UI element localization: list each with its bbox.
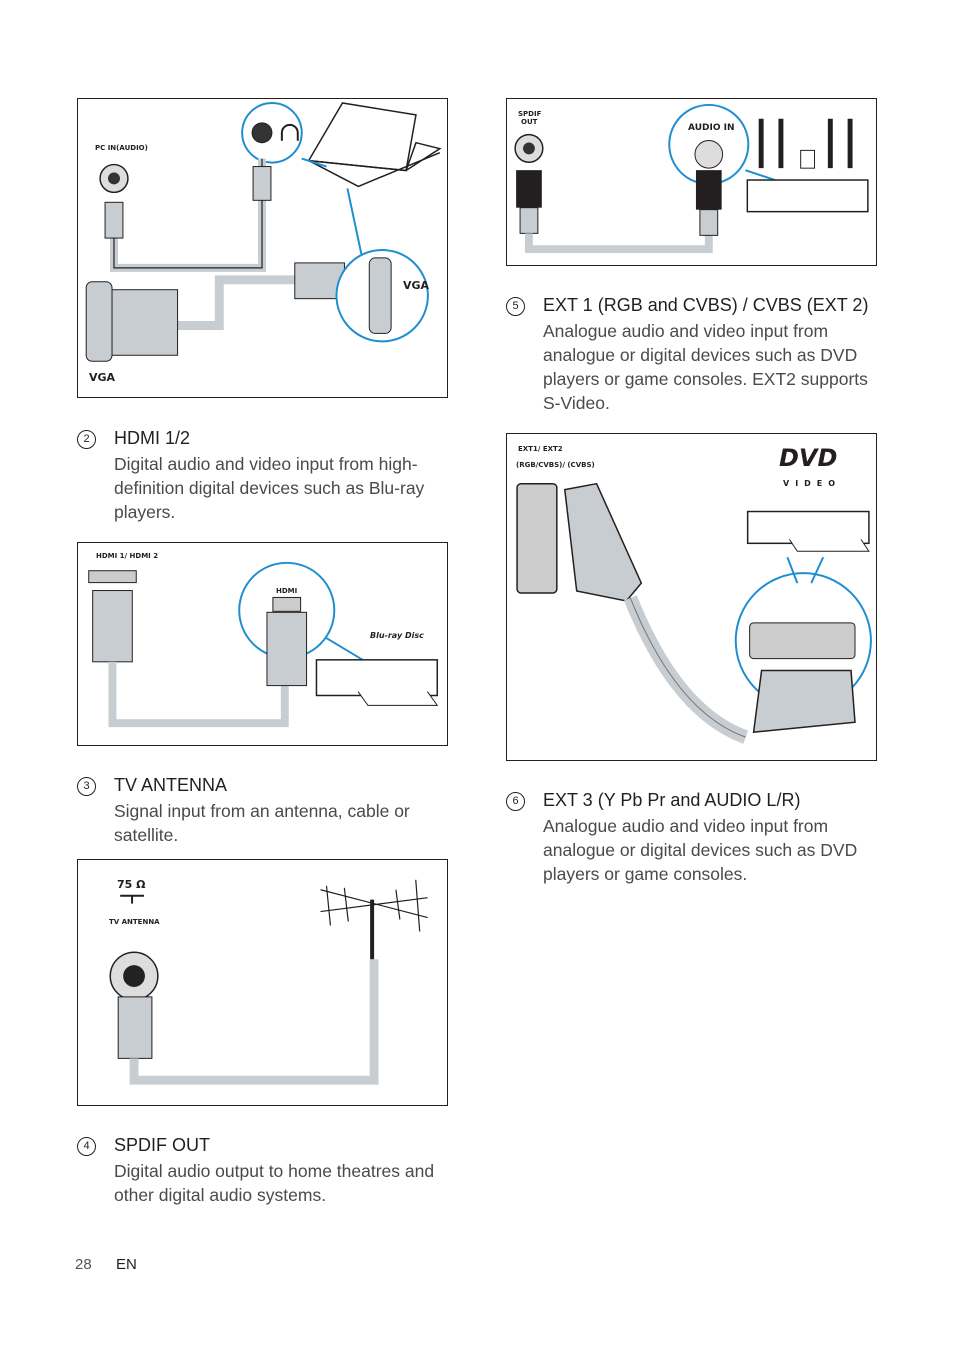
hdmi-port-label: HDMI 1/ HDMI 2 [96,552,159,560]
section-description: Signal input from an antenna, cable or s… [114,801,410,845]
antenna-icon [320,889,428,919]
language-code: EN [116,1256,137,1273]
headphone-icon [280,123,299,141]
speaker-icons [758,118,853,169]
section-number: 4 [77,1137,96,1156]
section-number: 5 [506,297,525,316]
video-logo: VIDEO [783,479,842,488]
section-description: Analogue audio and video input from anal… [543,816,858,884]
laptop-base [308,141,442,172]
section-number: 2 [77,430,96,449]
scart-port [516,482,558,594]
dvd-logo: DVD [779,444,838,472]
figure-hdmi: HDMI 1/ HDMI 2 HDMI Blu-ray Disc [77,542,448,746]
section-ext12: 5 EXT 1 (RGB and CVBS) / CVBS (EXT 2) An… [506,295,877,417]
hdmi-diagram [88,561,439,728]
vga-label-left: VGA [89,371,116,384]
section-ext3: 6 EXT 3 (Y Pb Pr and AUDIO L/R) Analogue… [506,790,877,892]
home-theatre-receiver [746,179,869,213]
figure-pc-vga: PC IN(AUDIO) VGA VGA [77,98,448,398]
section-title: EXT 1 (RGB and CVBS) / CVBS (EXT 2) [543,295,869,315]
dvd-player [746,510,870,545]
page-number: 28 [75,1256,92,1273]
section-hdmi: 2 HDMI 1/2 Digital audio and video input… [77,428,448,530]
bluray-logo: Blu-ray Disc [370,631,424,640]
audio-in-label: AUDIO IN [688,123,735,133]
section-description: Digital audio and video input from high-… [114,454,425,522]
figure-spdif: SPDIF OUT AUDIO IN [506,98,877,266]
tv-antenna-port-label: TV ANTENNA [109,918,160,926]
pc-in-label: PC IN(AUDIO) [95,144,148,152]
section-title: HDMI 1/2 [114,428,191,448]
spdif-label-line1: SPDIF [518,110,542,118]
ohm-label: 75 Ω [117,878,146,891]
section-title: SPDIF OUT [114,1135,211,1155]
section-description: Analogue audio and video input from anal… [543,321,868,413]
section-number: 3 [77,777,96,796]
ext-label-line1: EXT1/ EXT2 [518,445,563,453]
pc-vga-diagram [85,101,442,362]
bluray-player [315,659,439,697]
spdif-diagram [514,103,869,254]
hdmi-zoom-label: HDMI [276,587,298,595]
section-description: Digital audio output to home theatres an… [114,1161,435,1205]
section-antenna: 3 TV ANTENNA Signal input from an antenn… [77,775,448,847]
spdif-label-line2: OUT [521,118,538,126]
laptop-screen [307,102,417,172]
section-spdif: 4 SPDIF OUT Digital audio output to home… [77,1135,448,1207]
vga-label-right: VGA [403,279,430,292]
section-title: EXT 3 (Y Pb Pr and AUDIO L/R) [543,790,801,810]
scart-diagram [516,482,872,744]
figure-antenna: 75 Ω TV ANTENNA [77,859,448,1106]
figure-scart: EXT1/ EXT2 (RGB/CVBS)/ (CVBS) DVD VIDEO [506,433,877,761]
section-number: 6 [506,792,525,811]
ext-label-line2: (RGB/CVBS)/ (CVBS) [516,461,595,469]
vga-port-left [85,281,113,362]
antenna-diagram [109,879,428,1085]
section-title: TV ANTENNA [114,775,228,795]
